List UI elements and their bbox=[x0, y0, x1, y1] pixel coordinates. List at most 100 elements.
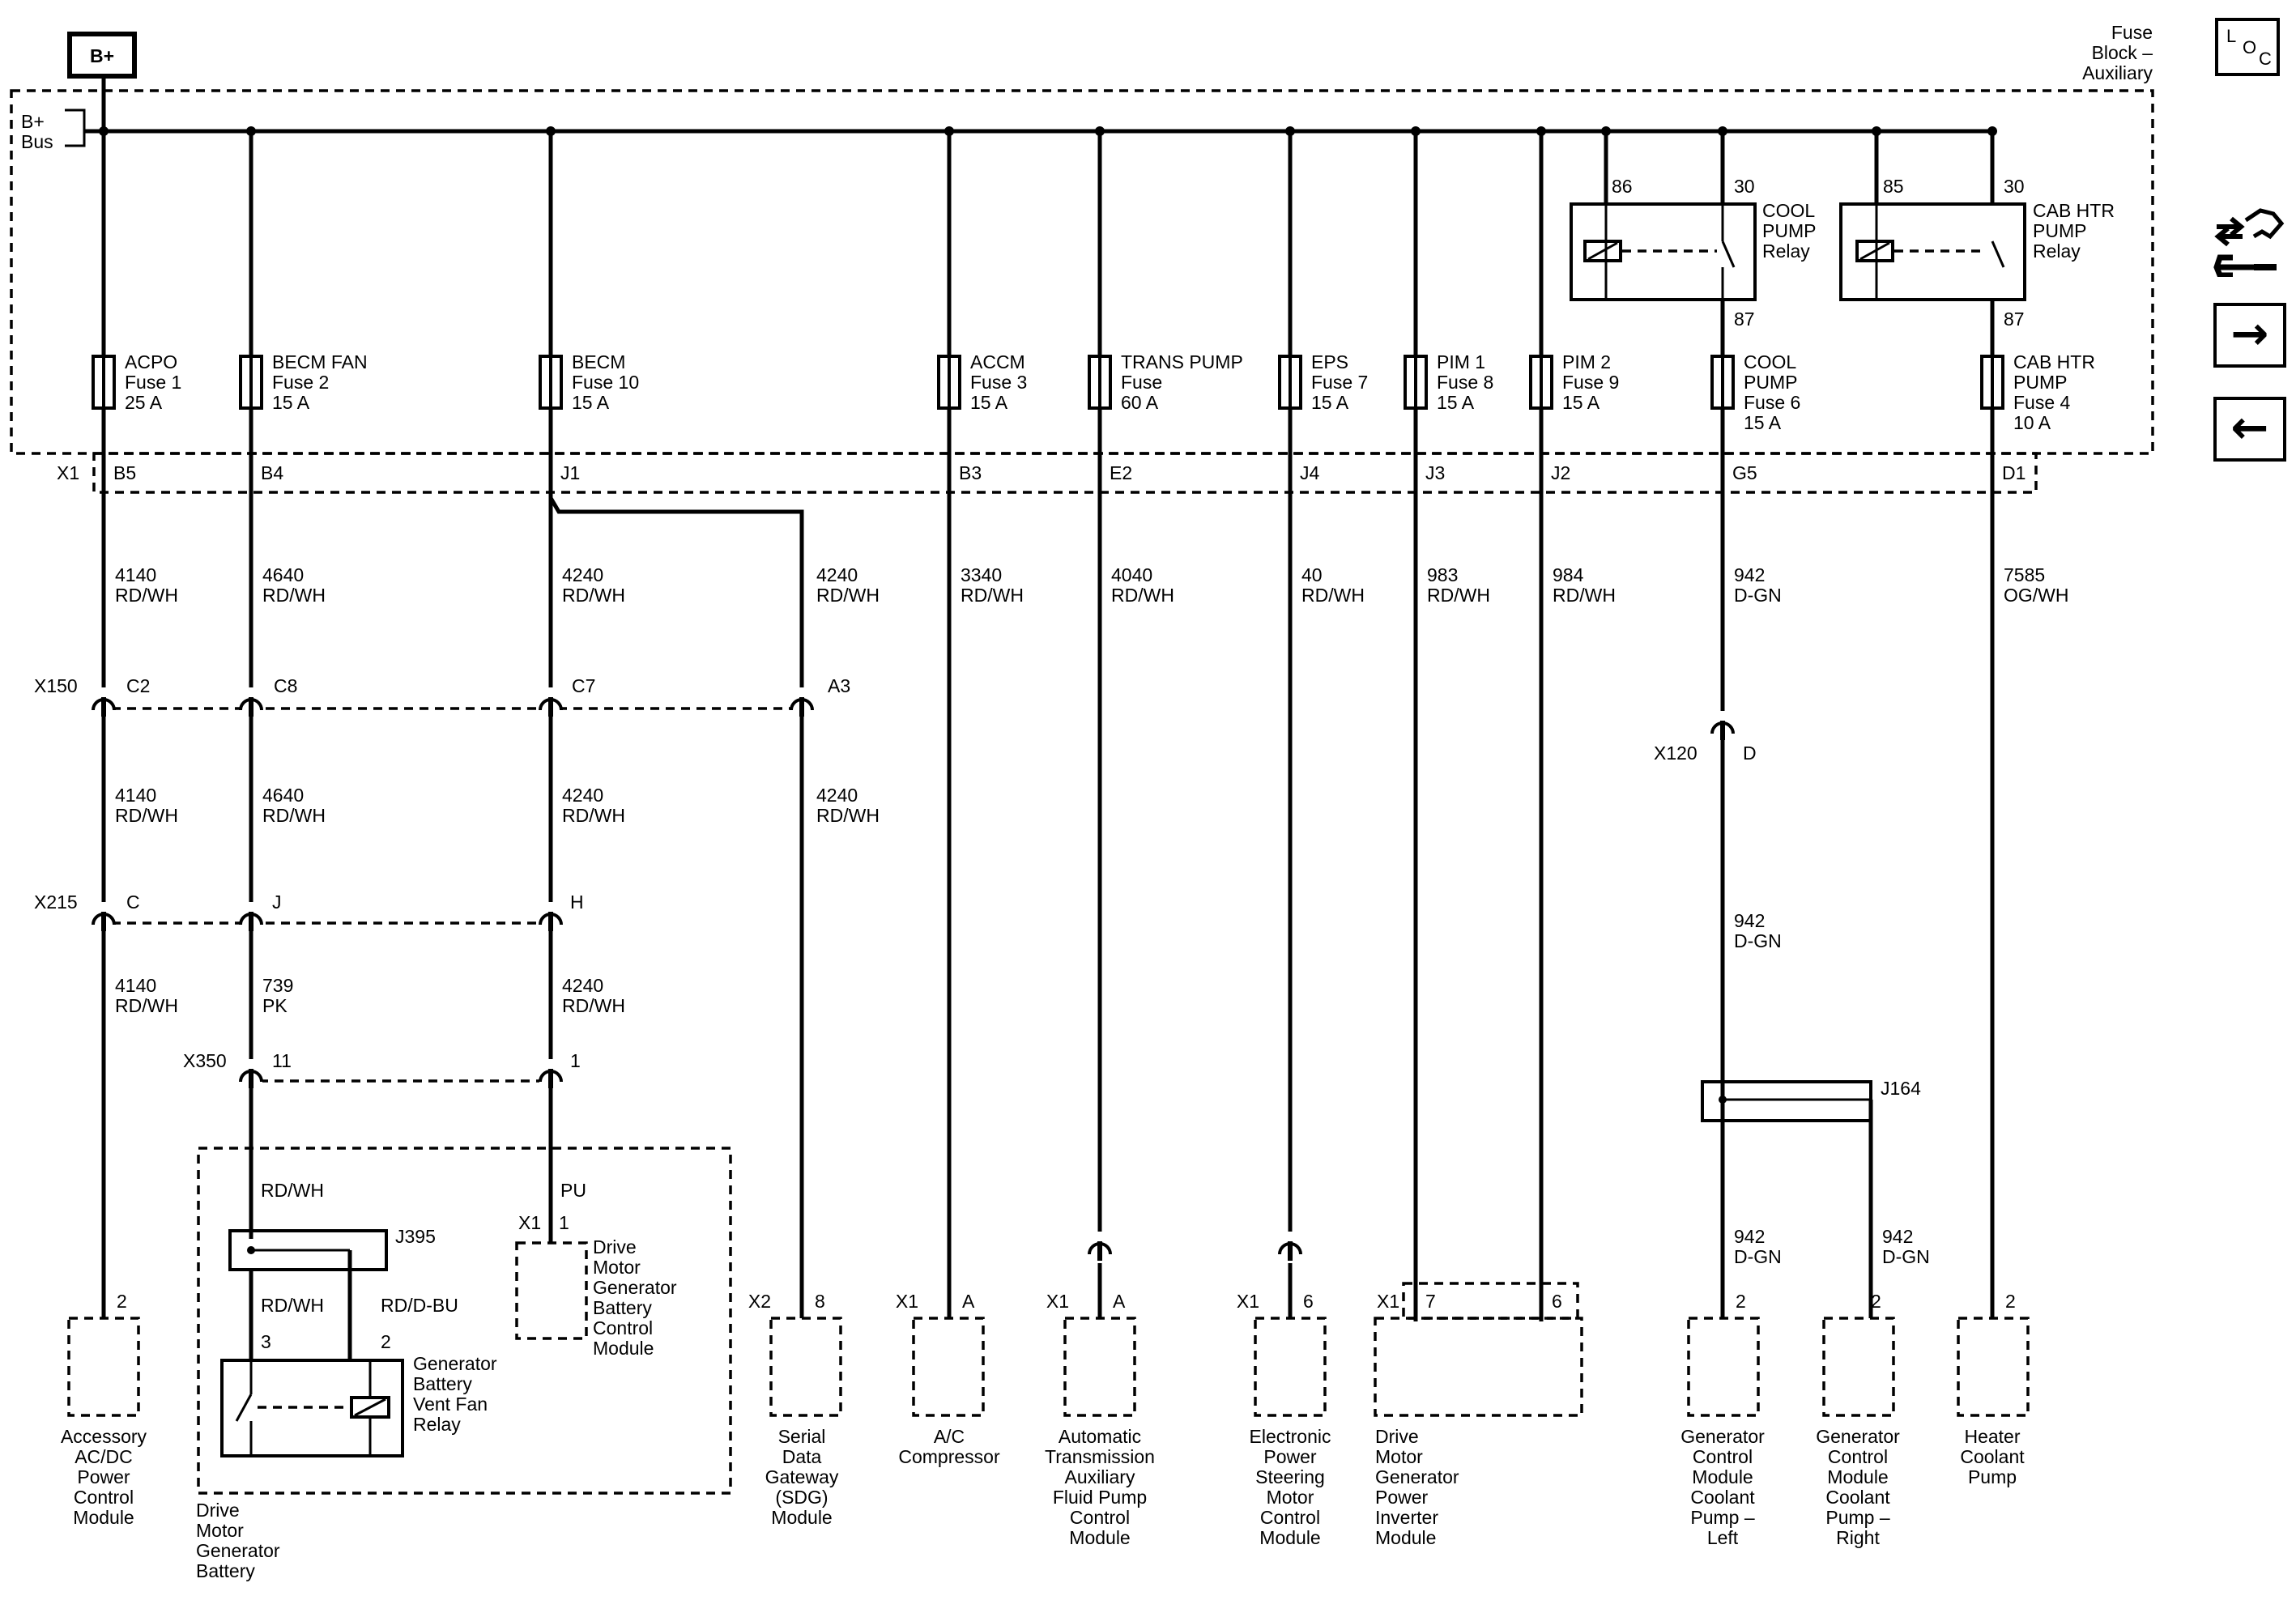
x1-pin: B5 bbox=[113, 462, 136, 483]
wire-color: D-GN bbox=[1882, 1246, 1930, 1267]
module-pin: A bbox=[1113, 1291, 1126, 1312]
prev-page-button[interactable]: ← bbox=[2213, 397, 2286, 462]
wire-number: 942 bbox=[1734, 1226, 1765, 1247]
module-label-line: Transmission bbox=[1045, 1446, 1155, 1467]
wire-color: RD/WH bbox=[816, 805, 880, 826]
bcm-conn: X1 bbox=[518, 1212, 541, 1233]
x150-pin-c2: C2 bbox=[126, 675, 150, 696]
x120-pin-d: D bbox=[1743, 743, 1757, 764]
module-label-line: Coolant bbox=[1690, 1487, 1755, 1508]
wire-number: 4240 bbox=[816, 785, 858, 806]
module-label-line: Module bbox=[771, 1507, 832, 1528]
loc-letter-c: C bbox=[2259, 49, 2272, 69]
module-label-line: Coolant bbox=[1960, 1446, 2025, 1467]
fuse-label: 15 A bbox=[272, 392, 310, 413]
bcm-label-line: Control bbox=[593, 1317, 653, 1338]
module-label-line: Coolant bbox=[1825, 1487, 1890, 1508]
module-label-line: Accessory bbox=[61, 1426, 147, 1447]
x150-pin-a3: A3 bbox=[828, 675, 850, 696]
cab-relay-pin-85: 85 bbox=[1883, 176, 1904, 197]
wire-color: RD/WH bbox=[262, 805, 326, 826]
fuse-label: 10 A bbox=[2013, 412, 2051, 433]
fuse-label: 15 A bbox=[970, 392, 1008, 413]
cab-htr-relay bbox=[1839, 202, 2026, 301]
module-label-line: Electronic bbox=[1250, 1426, 1331, 1447]
x215-label: X215 bbox=[34, 891, 78, 913]
module-label-line: Gateway bbox=[765, 1466, 839, 1487]
fuse-label: 15 A bbox=[1437, 392, 1475, 413]
module-pin: 6 bbox=[1552, 1291, 1562, 1312]
module-label-line: Module bbox=[73, 1507, 134, 1528]
connector-cavity bbox=[92, 687, 116, 717]
cool-relay-label-1: COOL bbox=[1762, 200, 1815, 221]
module-label-line: A/C bbox=[934, 1426, 965, 1447]
cab-relay-label-2: PUMP bbox=[2033, 220, 2086, 241]
cool-relay-pin-87: 87 bbox=[1734, 309, 1755, 330]
x150-pin-c8: C8 bbox=[274, 675, 297, 696]
bus-label-2: Bus bbox=[21, 131, 53, 152]
next-page-button[interactable]: → bbox=[2213, 303, 2286, 368]
module-connector: X2 bbox=[748, 1291, 771, 1312]
fuse-label: Fuse 3 bbox=[970, 372, 1027, 393]
module-label-line: Steering bbox=[1255, 1466, 1325, 1487]
x1-pin: J4 bbox=[1300, 462, 1320, 483]
arrow-left-icon: ← bbox=[2230, 402, 2269, 454]
module-label-line: Pump bbox=[1968, 1466, 2017, 1487]
fuse-label: EPS bbox=[1311, 351, 1348, 372]
battery-name-line: Battery bbox=[196, 1560, 255, 1581]
module-pin: 2 bbox=[117, 1291, 127, 1312]
module-label-line: Generator bbox=[1816, 1426, 1900, 1447]
connector-cavity bbox=[539, 687, 563, 717]
module-pin: 8 bbox=[815, 1291, 825, 1312]
fuse-label: 15 A bbox=[1744, 412, 1782, 433]
wire-color: RD/WH bbox=[1427, 585, 1490, 606]
module-label-line: Auxiliary bbox=[1065, 1466, 1135, 1487]
wire-color: D-GN bbox=[1734, 930, 1782, 951]
fuse-label: 60 A bbox=[1121, 392, 1159, 413]
battery-name-line: Drive bbox=[196, 1500, 240, 1521]
module-label-line: Module bbox=[1375, 1527, 1436, 1548]
x215-pin-j: J bbox=[272, 891, 282, 913]
wire-number: 4140 bbox=[115, 564, 156, 585]
module-label-line: Module bbox=[1692, 1466, 1753, 1487]
fuse-label: ACCM bbox=[970, 351, 1025, 372]
fuse-label: Fuse 7 bbox=[1311, 372, 1368, 393]
module-label-line: Power bbox=[77, 1466, 130, 1487]
wire-tool-icon[interactable] bbox=[2213, 204, 2286, 279]
module-label-line: Control bbox=[1693, 1446, 1753, 1467]
wire-number: 942 bbox=[1882, 1226, 1913, 1247]
fuse-label: Fuse 1 bbox=[125, 372, 181, 393]
module-label-line: Control bbox=[1260, 1507, 1320, 1528]
wire-number: 942 bbox=[1734, 564, 1765, 585]
module-label-line: Drive bbox=[1375, 1426, 1419, 1447]
wires bbox=[101, 131, 1995, 1321]
splice-j395: J395 bbox=[395, 1226, 436, 1247]
battery-name-line: Generator bbox=[196, 1540, 280, 1561]
module-label-line: Generator bbox=[1680, 1426, 1765, 1447]
cool-pump-relay bbox=[1570, 202, 1757, 301]
connector-cavity bbox=[1710, 711, 1735, 740]
bcm-label-line: Motor bbox=[593, 1257, 641, 1278]
x120-label: X120 bbox=[1654, 743, 1698, 764]
bcm-label-line: Generator bbox=[593, 1277, 677, 1298]
x350-pin-11: 11 bbox=[272, 1050, 292, 1071]
wire-color: PK bbox=[262, 995, 288, 1016]
x1-pin: B3 bbox=[959, 462, 982, 483]
fuse-label: TRANS PUMP bbox=[1121, 351, 1243, 372]
cab-relay-label-1: CAB HTR bbox=[2033, 200, 2115, 221]
wire-color: RD/WH bbox=[562, 995, 625, 1016]
x215-pin-h: H bbox=[570, 891, 584, 913]
fuse-label: COOL bbox=[1744, 351, 1796, 372]
location-button[interactable]: L O C bbox=[2215, 18, 2280, 76]
